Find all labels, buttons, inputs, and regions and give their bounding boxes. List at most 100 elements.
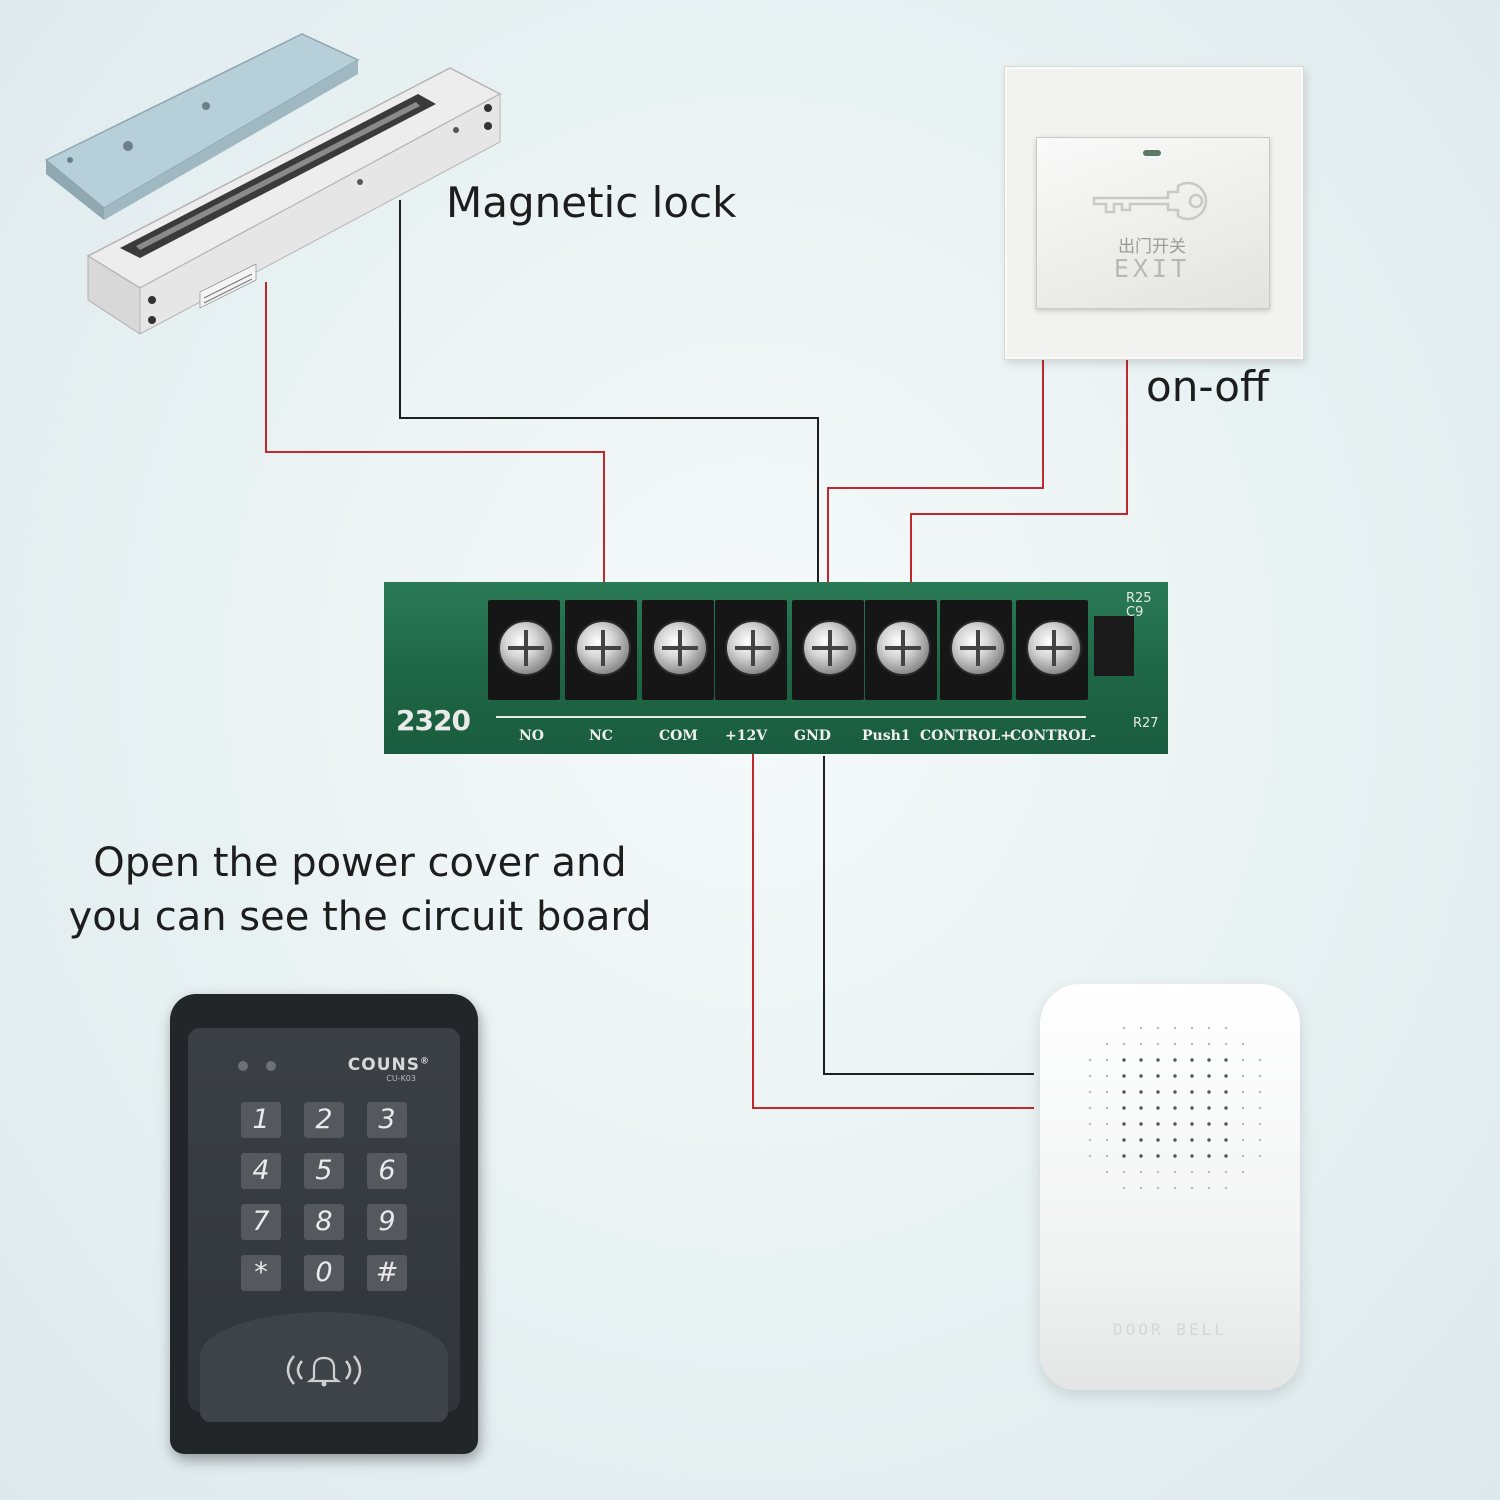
grille-hole (1173, 1074, 1177, 1078)
grille-hole (1258, 1074, 1262, 1078)
grille-hole (1173, 1090, 1177, 1094)
grille-hole (1156, 1170, 1160, 1174)
screw-icon (652, 620, 708, 676)
grille-hole (1156, 1090, 1160, 1094)
grille-hole (1173, 1122, 1177, 1126)
pcb-chip (1094, 616, 1134, 676)
grille-hole (1224, 1138, 1228, 1142)
grille-hole (1139, 1090, 1143, 1094)
grille-hole (1207, 1026, 1211, 1030)
grille-hole (1105, 1106, 1109, 1110)
screw-icon (498, 620, 554, 676)
grille-hole (1088, 1122, 1092, 1126)
grille-hole (1173, 1026, 1177, 1030)
screw-icon (575, 620, 631, 676)
screw-icon (1026, 620, 1082, 676)
grille-hole (1122, 1042, 1126, 1046)
pcb-label-c9: C9 (1126, 605, 1144, 620)
grille-hole (1105, 1138, 1109, 1142)
grille-hole (1122, 1122, 1126, 1126)
black-wire-lock-gnd (399, 200, 819, 596)
grille-hole (1224, 1026, 1228, 1030)
terminal-label-no: NO (519, 728, 544, 744)
pcb-model-number: 2320 (396, 704, 471, 737)
pcb-label-r25: R25 (1126, 591, 1152, 606)
grille-hole (1207, 1138, 1211, 1142)
open-cover-caption: Open the power cover and you can see the… (40, 836, 680, 944)
exit-button (1036, 137, 1270, 309)
doorbell-device (1040, 984, 1300, 1390)
grille-hole (1088, 1074, 1092, 1078)
grille-hole (1224, 1042, 1228, 1046)
grille-hole (1173, 1042, 1177, 1046)
grille-hole (1122, 1090, 1126, 1094)
grille-hole (1105, 1090, 1109, 1094)
grille-hole (1088, 1058, 1092, 1062)
grille-hole (1224, 1186, 1228, 1190)
grille-hole (1224, 1074, 1228, 1078)
grille-hole (1241, 1138, 1245, 1142)
grille-hole (1139, 1170, 1143, 1174)
grille-hole (1190, 1154, 1194, 1158)
on-off-label: on-off (1146, 362, 1269, 411)
grille-hole (1207, 1122, 1211, 1126)
grille-hole (1224, 1090, 1228, 1094)
keypad-key-6: 6 (367, 1153, 407, 1189)
grille-hole (1173, 1138, 1177, 1142)
grille-hole (1241, 1122, 1245, 1126)
grille-hole (1156, 1074, 1160, 1078)
terminal-label-push1: Push1 (862, 728, 911, 744)
grille-hole (1173, 1170, 1177, 1174)
grille-hole (1088, 1138, 1092, 1142)
terminal-label-nc: NC (589, 728, 613, 744)
grille-hole (1139, 1058, 1143, 1062)
grille-hole (1190, 1186, 1194, 1190)
keypad-key-2: 2 (304, 1102, 344, 1138)
red-wire-bell (752, 752, 1034, 1109)
terminal-label-gnd: GND (794, 728, 831, 744)
grille-hole (1088, 1090, 1092, 1094)
grille-hole (1105, 1154, 1109, 1158)
grille-hole (1139, 1026, 1143, 1030)
grille-hole (1190, 1042, 1194, 1046)
grille-hole (1173, 1186, 1177, 1190)
grille-hole (1190, 1074, 1194, 1078)
caption-line-2: you can see the circuit board (68, 894, 652, 940)
screw-icon (802, 620, 858, 676)
grille-hole (1139, 1042, 1143, 1046)
terminal-label-control-minus: CONTROL- (1010, 728, 1097, 744)
black-wire-bell (823, 756, 1034, 1075)
grille-hole (1258, 1122, 1262, 1126)
grille-hole (1224, 1122, 1228, 1126)
grille-hole (1122, 1186, 1126, 1190)
grille-hole (1122, 1170, 1126, 1174)
screw-icon (875, 620, 931, 676)
grille-hole (1105, 1170, 1109, 1174)
grille-hole (1122, 1154, 1126, 1158)
grille-hole (1173, 1154, 1177, 1158)
grille-hole (1190, 1138, 1194, 1142)
magnetic-lock-label: Magnetic lock (446, 178, 737, 227)
grille-hole (1224, 1106, 1228, 1110)
grille-hole (1241, 1058, 1245, 1062)
grille-hole (1190, 1122, 1194, 1126)
grille-hole (1190, 1026, 1194, 1030)
grille-hole (1241, 1074, 1245, 1078)
grille-hole (1105, 1042, 1109, 1046)
caption-line-1: Open the power cover and (93, 840, 627, 886)
grille-hole (1207, 1042, 1211, 1046)
grille-hole (1156, 1106, 1160, 1110)
keypad-key-star: * (241, 1255, 281, 1291)
grille-hole (1088, 1154, 1092, 1158)
grille-hole (1207, 1170, 1211, 1174)
screw-icon (725, 620, 781, 676)
keypad-key-0: 0 (304, 1255, 344, 1291)
key-icon (1092, 181, 1208, 221)
grille-hole (1207, 1154, 1211, 1158)
grille-hole (1156, 1154, 1160, 1158)
grille-hole (1207, 1106, 1211, 1110)
grille-hole (1156, 1186, 1160, 1190)
red-wire-exit-push1 (910, 360, 1128, 590)
grille-hole (1190, 1170, 1194, 1174)
grille-hole (1139, 1138, 1143, 1142)
